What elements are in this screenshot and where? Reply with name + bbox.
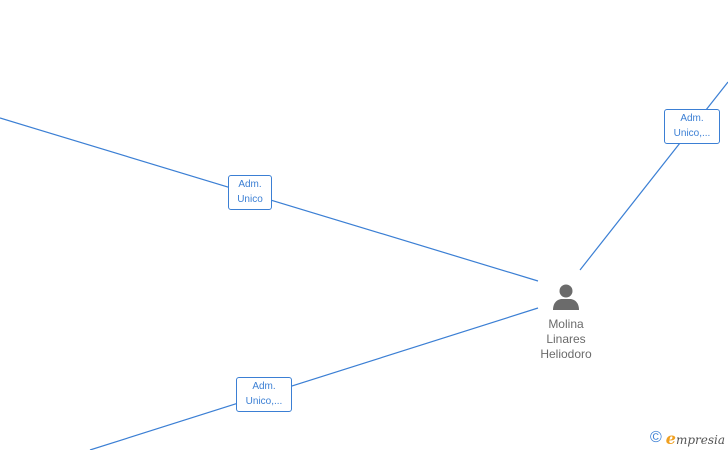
person-name-line: Heliodoro bbox=[540, 347, 592, 361]
person-node[interactable]: Molina Linares Heliodoro bbox=[528, 282, 604, 362]
role-label-line: Adm. bbox=[238, 179, 262, 190]
watermark: © empresia bbox=[649, 428, 725, 448]
person-icon bbox=[553, 284, 579, 310]
role-label-upper-left[interactable]: Adm. Unico bbox=[228, 175, 272, 210]
person-name-line: Linares bbox=[546, 332, 586, 346]
role-label-line: Unico,... bbox=[245, 396, 283, 407]
role-label-upper-right[interactable]: Adm. Unico,... bbox=[664, 109, 720, 144]
person-name: Molina Linares Heliodoro bbox=[528, 317, 604, 362]
role-label-line: Adm. bbox=[252, 381, 276, 392]
role-label-line: Unico,... bbox=[673, 128, 711, 139]
role-label-line: Adm. bbox=[680, 113, 704, 124]
role-label-lower-left[interactable]: Adm. Unico,... bbox=[236, 377, 292, 412]
copyright-icon: © bbox=[649, 429, 662, 446]
role-label-line: Unico bbox=[237, 194, 263, 205]
edge-line-lower-left bbox=[89, 307, 539, 450]
empresia-logo: empresia bbox=[665, 428, 725, 448]
person-name-line: Molina bbox=[548, 317, 584, 331]
